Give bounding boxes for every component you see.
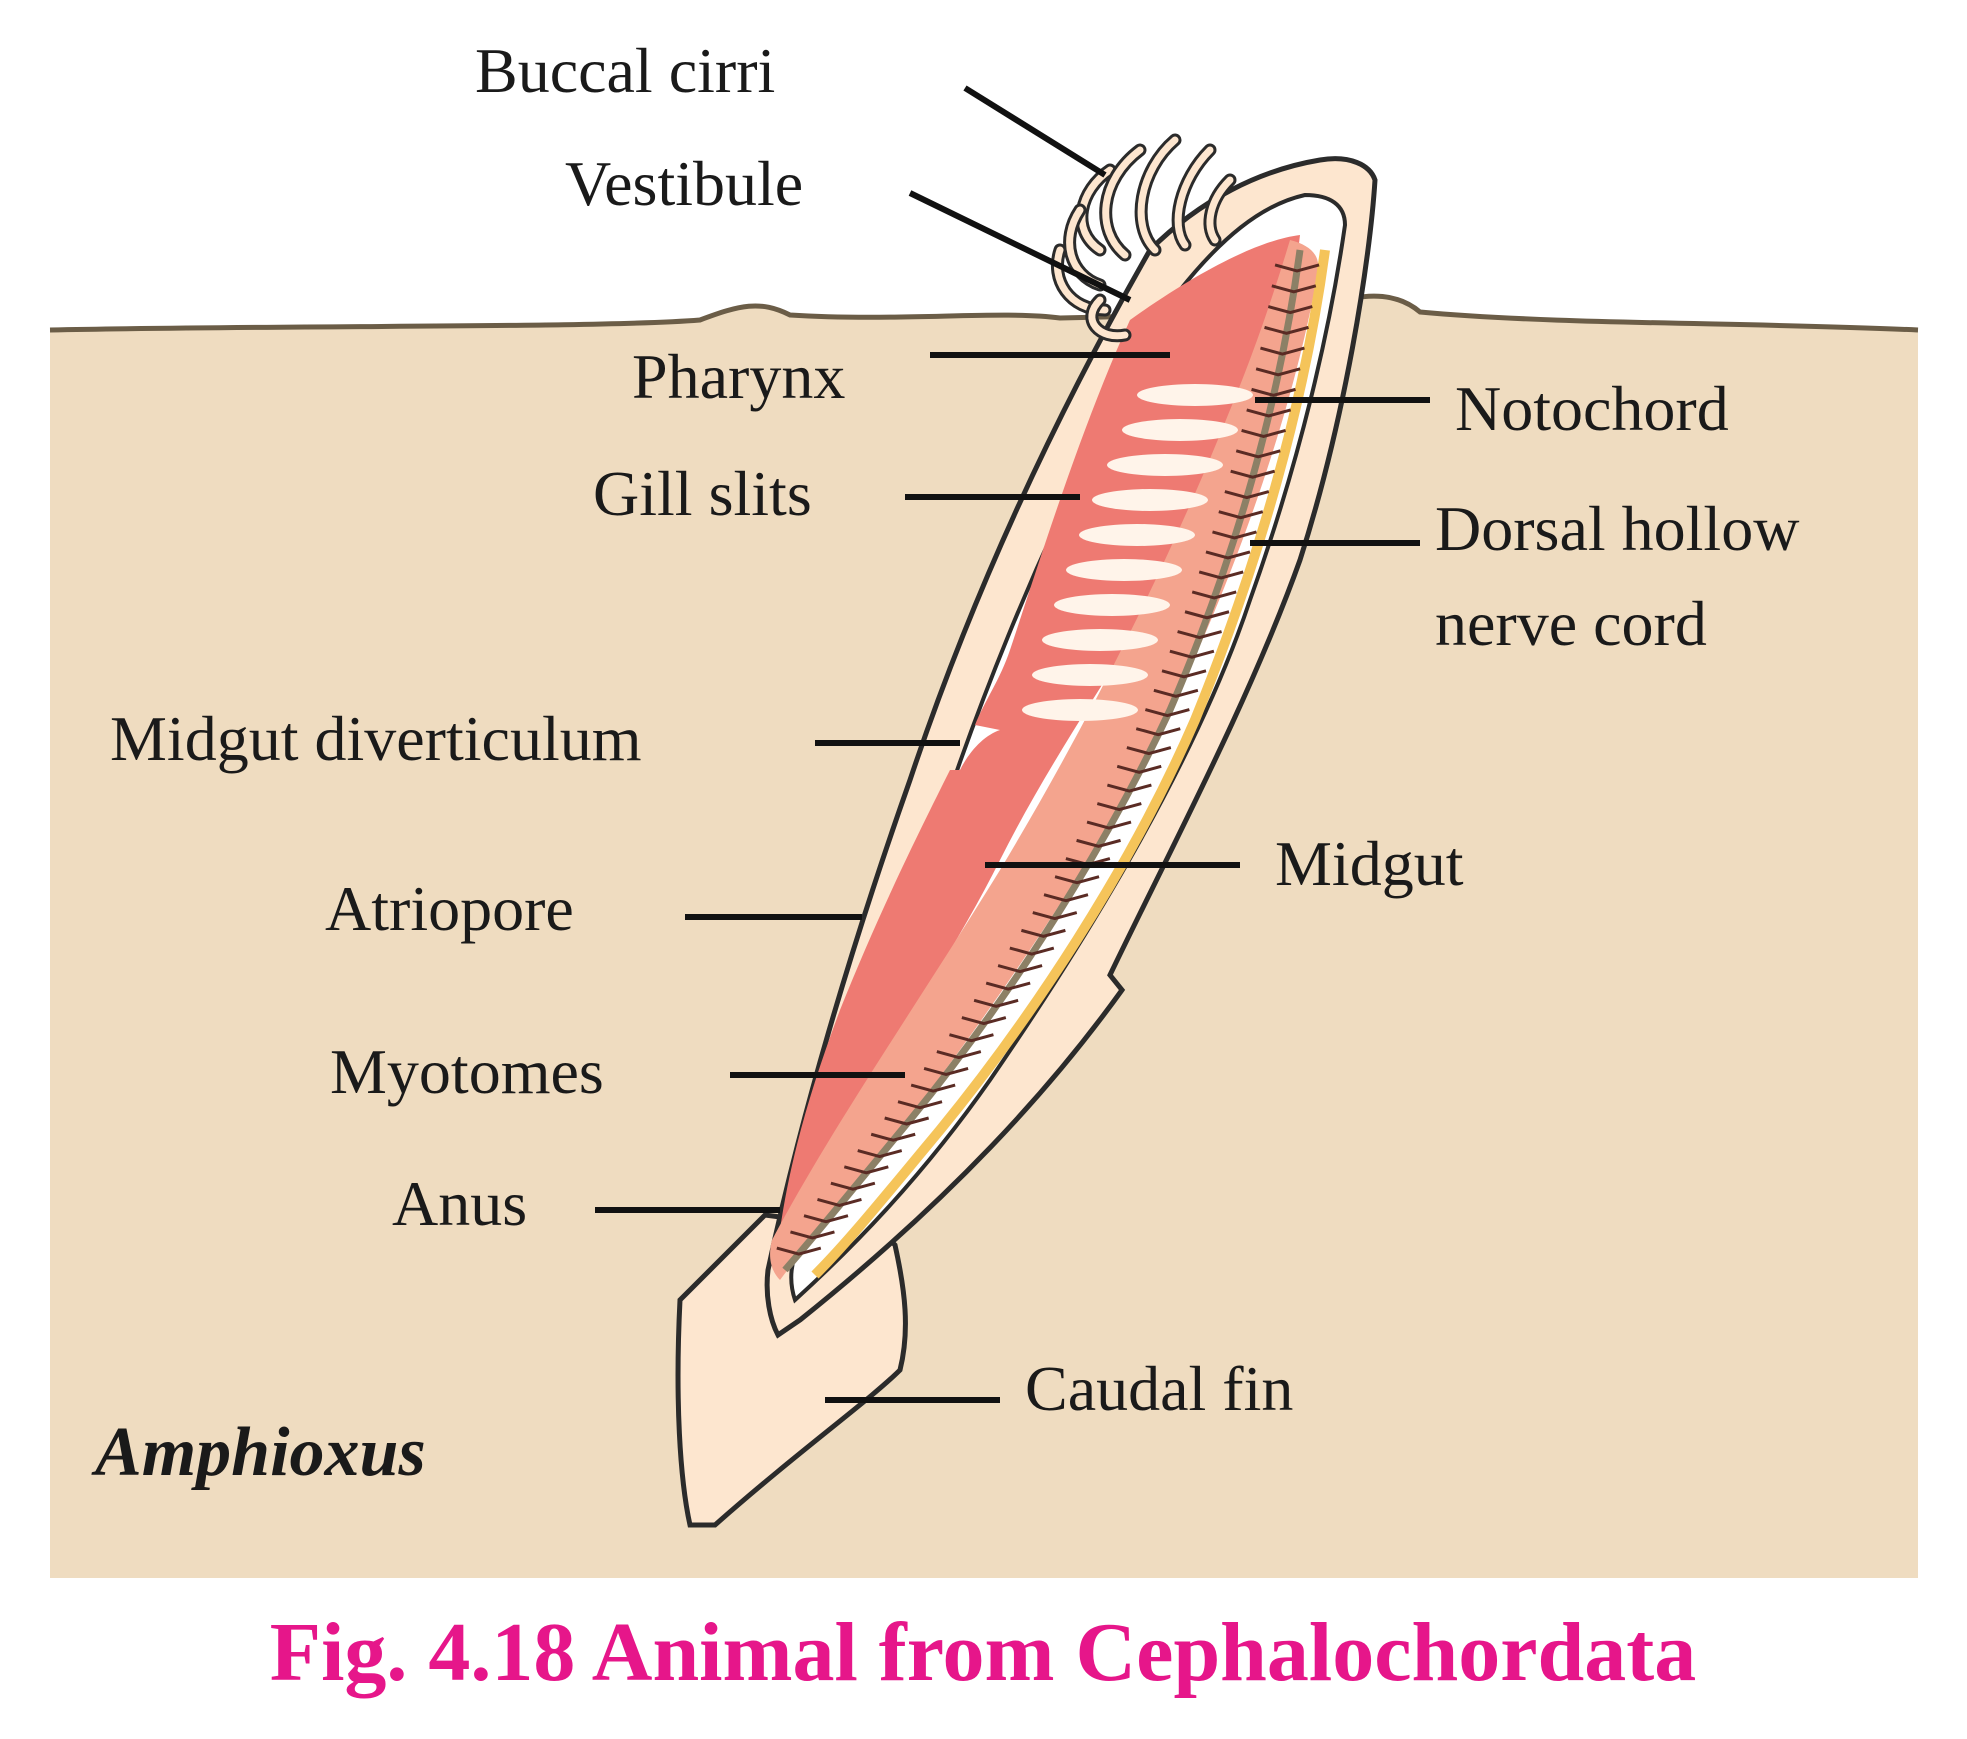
myotome-segment: [843, 1165, 889, 1175]
myotome-segment: [1241, 428, 1286, 438]
myotome-segment: [1184, 610, 1230, 620]
myotome-segment: [1260, 346, 1305, 356]
myotome-segment: [1032, 911, 1078, 921]
myotome-segment: [1009, 946, 1055, 956]
label-midgut: Midgut: [1275, 828, 1464, 899]
myotome-segment: [1116, 764, 1162, 774]
buccal-cirrus-fill: [1137, 136, 1179, 254]
label-vestibule: Vestibule: [565, 148, 803, 219]
leader-buccal-cirri: [963, 85, 1107, 178]
gill-slit: [1079, 524, 1195, 546]
label-dorsal-hollow: Dorsal hollow: [1435, 493, 1799, 564]
gill-slit: [1032, 664, 1148, 686]
myotome-segment: [897, 1100, 943, 1110]
myotome-segment: [997, 964, 1043, 974]
gill-slit: [1092, 489, 1208, 511]
myotome-segment: [1224, 490, 1270, 500]
label-caudal-fin: Caudal fin: [1025, 1353, 1293, 1424]
myotome-segment: [1218, 510, 1264, 520]
gill-slit: [1066, 559, 1182, 581]
myotome-segment: [1255, 367, 1301, 377]
myotome-segment: [776, 1246, 822, 1256]
myotome-ticks-group: [776, 263, 1320, 1256]
myotome-segment: [1153, 688, 1199, 698]
label-anus: Anus: [392, 1168, 527, 1239]
myotome-segment: [985, 981, 1031, 991]
myotome-segment: [790, 1230, 835, 1240]
label-myotomes: Myotomes: [330, 1036, 604, 1107]
myotomes-band: [770, 240, 1319, 1280]
buccal-cirrus-fill: [1102, 146, 1144, 259]
gill-slit: [1137, 384, 1253, 406]
myotome-segment: [1126, 746, 1172, 756]
myotome-segment: [1267, 305, 1313, 315]
myotome-segment: [923, 1066, 969, 1076]
myotome-segment: [961, 1016, 1007, 1026]
myotome-segment: [1235, 449, 1281, 459]
label-nerve-cord: nerve cord: [1435, 588, 1707, 659]
myotome-segment: [1251, 387, 1296, 397]
label-pharynx: Pharynx: [632, 341, 845, 412]
buccal-cirrus-fill: [1206, 176, 1234, 244]
sand-surface-line: [49, 293, 1919, 333]
myotome-segment: [830, 1181, 876, 1191]
myotome-segment: [1020, 928, 1066, 938]
myotome-segment: [1106, 783, 1152, 793]
myotome-segment: [857, 1149, 903, 1159]
leader-lines: [595, 85, 1430, 1403]
pharynx-region: [780, 235, 1300, 1230]
myotome-segment: [1246, 408, 1292, 418]
label-atriopore: Atriopore: [325, 873, 574, 944]
myotome-segment: [1076, 838, 1121, 848]
label-midgut-diverticulum: Midgut diverticulum: [110, 703, 642, 774]
myotome-segment: [1230, 469, 1276, 479]
myotome-segment: [1212, 530, 1257, 540]
dorsal-nerve-cord: [811, 249, 1330, 1279]
buccal-cirrus-fill: [1088, 296, 1129, 340]
myotome-segment: [1169, 649, 1215, 659]
label-buccal-cirri: Buccal cirri: [475, 35, 775, 106]
figure-caption: Fig. 4.18 Animal from Cephalochordata: [270, 1606, 1696, 1699]
myotome-segment: [870, 1132, 916, 1142]
myotome-segment: [1177, 630, 1222, 640]
myotome-segment: [1144, 708, 1190, 718]
gill-slit: [1022, 699, 1138, 721]
myotome-segment: [803, 1214, 849, 1224]
myotome-segment: [884, 1116, 930, 1126]
myotome-segment: [1043, 893, 1089, 903]
myotome-segment: [817, 1197, 862, 1207]
leader-vestibule: [908, 190, 1132, 303]
myotome-segment: [910, 1083, 956, 1093]
myotome-segment: [1086, 820, 1132, 830]
gill-slit: [1122, 419, 1238, 441]
myotome-segment: [1161, 669, 1207, 679]
gill-slit: [1054, 594, 1170, 616]
myotome-segment: [1274, 263, 1320, 273]
myotome-segment: [1264, 325, 1309, 335]
gill-slit: [1107, 454, 1223, 476]
gill-slits-group: [1022, 384, 1253, 721]
label-gill-slits: Gill slits: [593, 458, 812, 529]
caudal-fin-shape: [675, 1212, 908, 1528]
organism-name: Amphioxus: [91, 1414, 426, 1491]
gill-slit: [1042, 629, 1158, 651]
buccal-cirrus-fill: [1174, 146, 1214, 249]
myotome-segment: [1205, 550, 1251, 560]
myotome-segment: [973, 998, 1019, 1008]
myotome-segment: [1198, 570, 1244, 580]
myotome-segment: [1271, 284, 1317, 294]
myotome-segment: [936, 1050, 982, 1060]
myotome-segment: [949, 1033, 994, 1043]
myotome-segment: [1135, 727, 1181, 737]
myotome-segment: [1054, 875, 1100, 885]
label-notochord: Notochord: [1455, 373, 1729, 444]
myotome-segment: [1096, 802, 1142, 812]
myotome-segment: [1191, 590, 1237, 600]
